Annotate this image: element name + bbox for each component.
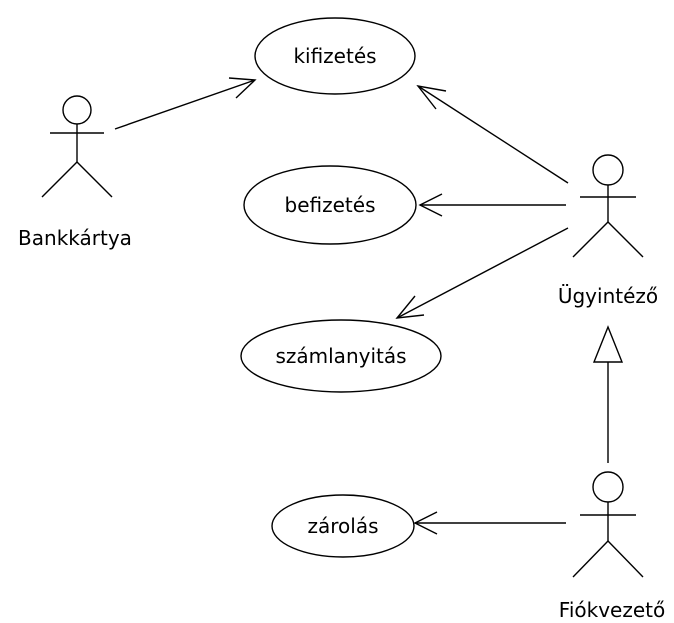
use-case-kifizetes: kifizetés [254, 17, 416, 95]
association-ugyintezo-szamlanyitas-line [396, 227, 569, 319]
association-fiokvezeto-zarolas-arrowhead [413, 511, 438, 535]
use-case-befizetes-ellipse [243, 165, 417, 245]
actor-bankkartya-right-leg [76, 161, 113, 198]
association-ugyintezo-kifizetes [416, 84, 569, 184]
association-ugyintezo-kifizetes-line [417, 85, 569, 184]
actor-fiokvezeto: Fiókvezető [559, 471, 665, 622]
actor-fiokvezeto-right-leg [607, 540, 644, 578]
actor-bankkartya: Bankkártya [18, 95, 132, 250]
actor-fiokvezeto-left-leg [572, 540, 609, 578]
actor-ugyintezo-left-leg [572, 221, 609, 258]
use-case-zarolas-ellipse [271, 494, 415, 558]
association-ugyintezo-befizetes [418, 193, 566, 217]
use-case-befizetes-label: befizetés [285, 193, 376, 217]
generalization-fiokvezeto-ugyintezo [592, 325, 624, 463]
association-ugyintezo-szamlanyitas [395, 227, 569, 319]
association-bankkartya-kifizetes-line [114, 79, 256, 130]
use-case-zarolas-label: zárolás [307, 514, 378, 538]
actor-fiokvezeto-head [592, 471, 624, 503]
use-case-szamlanyitas: számlanyitás [240, 319, 442, 393]
actor-ugyintezo-right-leg [607, 221, 644, 258]
association-ugyintezo-kifizetes-arrowhead [416, 84, 447, 110]
use-case-kifizetes-label: kifizetés [293, 44, 376, 68]
actor-ugyintezo-label: Ügyintéző [558, 284, 658, 308]
use-case-zarolas: zárolás [271, 494, 415, 558]
association-bankkartya-kifizetes [114, 77, 257, 130]
use-case-befizetes: befizetés [243, 165, 417, 245]
actor-ugyintezo: Ügyintéző [558, 154, 658, 308]
association-fiokvezeto-zarolas [413, 511, 566, 535]
use-case-szamlanyitas-ellipse [240, 319, 442, 393]
use-case-szamlanyitas-label: számlanyitás [275, 344, 406, 368]
use-case-kifizetes-ellipse [254, 17, 416, 95]
generalization-fiokvezeto-ugyintezo-triangle [592, 325, 624, 363]
actor-bankkartya-label: Bankkártya [18, 226, 132, 250]
actor-ugyintezo-head [592, 154, 624, 186]
association-ugyintezo-befizetes-arrowhead [418, 193, 443, 217]
actor-bankkartya-left-leg [41, 161, 78, 198]
actor-bankkartya-head [62, 95, 92, 125]
association-bankkartya-kifizetes-arrowhead [228, 77, 257, 99]
actor-fiokvezeto-label: Fiókvezető [559, 598, 665, 622]
association-ugyintezo-szamlanyitas-arrowhead [395, 295, 425, 319]
